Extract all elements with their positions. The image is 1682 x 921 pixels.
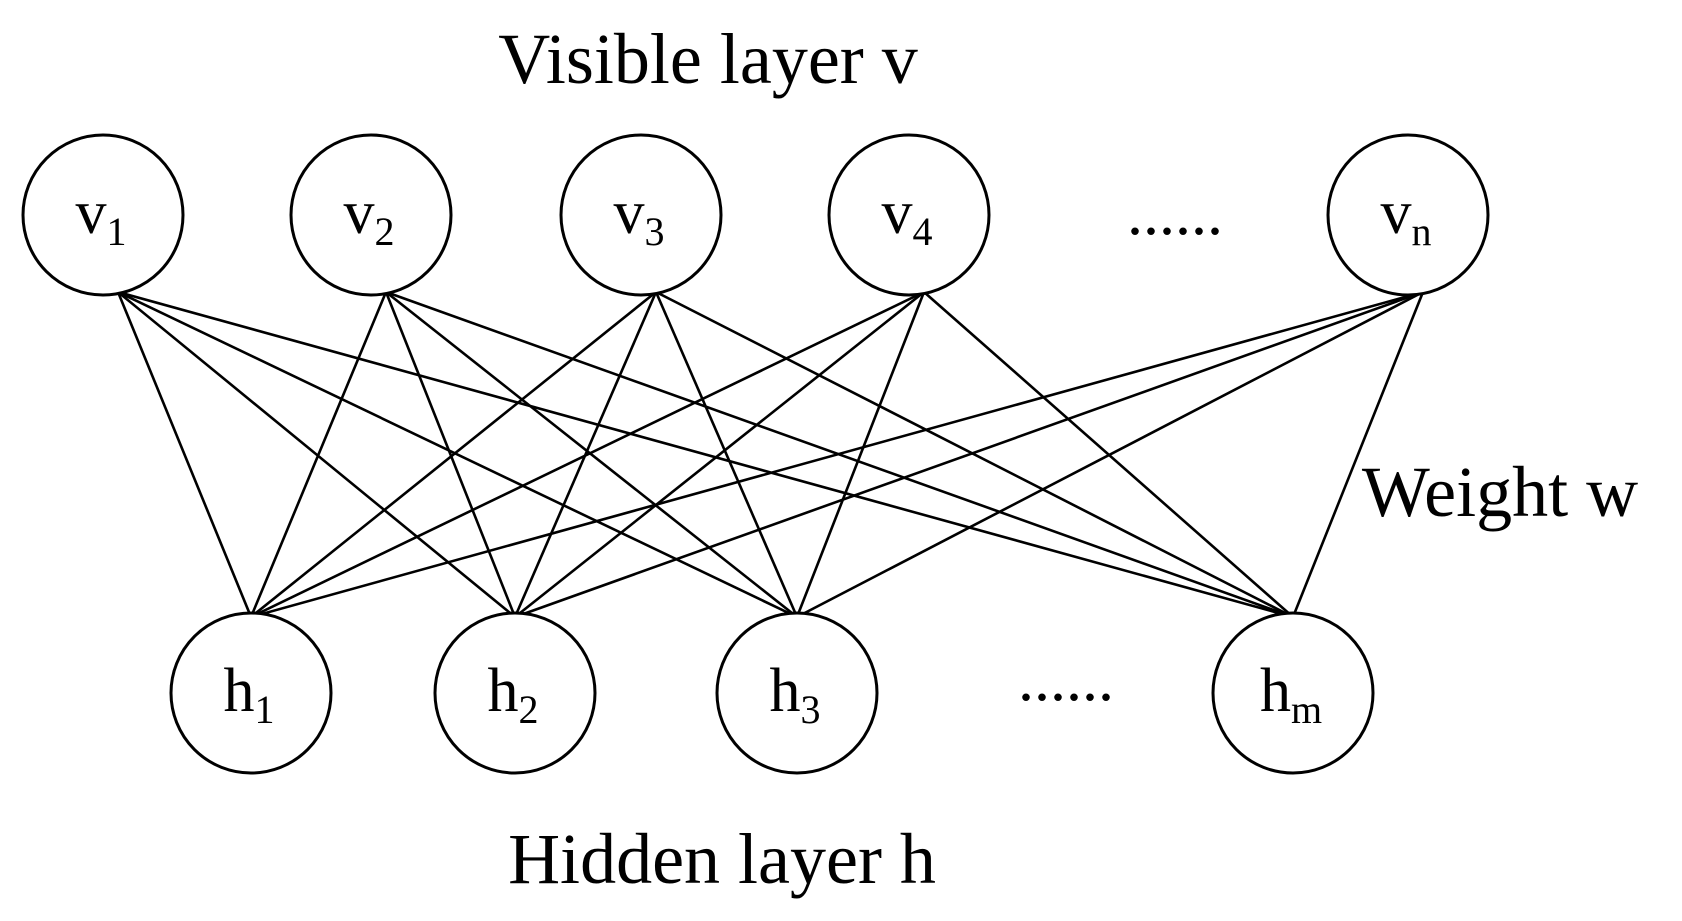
hidden-node-label: hm — [1260, 657, 1322, 732]
visible-node-label: vn — [1381, 179, 1432, 254]
visible-node-n: vn — [1326, 133, 1490, 297]
hidden-node-subscript: 3 — [801, 687, 821, 732]
edge-v2-h2 — [384, 291, 517, 618]
visible-node-circle — [559, 133, 723, 297]
edge-v3-h1 — [250, 290, 657, 619]
visible-node-subscript: 2 — [375, 209, 395, 254]
visible-node-label: v1 — [76, 179, 127, 254]
hidden-node-base: h — [224, 657, 255, 725]
hidden-layer-ellipsis: ...... — [1018, 643, 1114, 714]
visible-node-circle — [289, 133, 453, 297]
visible-node-base: v — [882, 179, 913, 247]
edge-vn-hm — [1291, 291, 1425, 618]
visible-node-circle — [1326, 133, 1490, 297]
hidden-node-circle — [433, 611, 597, 775]
hidden-node-circle — [1211, 611, 1375, 775]
visible-node-3: v3 — [559, 133, 723, 297]
visible-node-base: v — [1381, 179, 1412, 247]
hidden-node-base: h — [488, 657, 519, 725]
edge-vn-h2 — [514, 290, 1424, 619]
visible-node-subscript: n — [1412, 209, 1432, 254]
edge-v4-h2 — [514, 290, 925, 619]
hidden-node-1: h1 — [169, 611, 333, 775]
visible-layer-title: Visible layer v — [498, 19, 918, 99]
visible-node-base: v — [614, 179, 645, 247]
visible-node-circle — [21, 133, 185, 297]
edge-v4-h1 — [250, 290, 925, 619]
hidden-layer-title: Hidden layer h — [508, 819, 936, 899]
hidden-node-subscript: 2 — [519, 687, 539, 732]
visible-node-subscript: 1 — [107, 209, 127, 254]
weight-edges — [116, 290, 1425, 619]
edge-v3-h3 — [654, 291, 799, 618]
hidden-node-base: h — [1260, 657, 1291, 725]
visible-node-4: v4 — [827, 133, 991, 297]
edge-v1-hm — [117, 290, 1294, 619]
visible-node-subscript: 3 — [645, 209, 665, 254]
hidden-node-2: h2 — [433, 611, 597, 775]
hidden-node-circle — [715, 611, 879, 775]
hidden-node-circle — [169, 611, 333, 775]
hidden-node-base: h — [770, 657, 801, 725]
visible-node-1: v1 — [21, 133, 185, 297]
visible-node-label: v3 — [614, 179, 665, 254]
visible-node-label: v4 — [882, 179, 933, 254]
visible-node-label: v2 — [344, 179, 395, 254]
edge-vn-h3 — [796, 290, 1424, 619]
hidden-node-m: hm — [1211, 611, 1375, 775]
edge-v2-h3 — [385, 290, 798, 619]
visible-node-base: v — [344, 179, 375, 247]
visible-node-circle — [827, 133, 991, 297]
hidden-node-label: h1 — [224, 657, 275, 732]
edge-v3-hm — [655, 290, 1294, 619]
hidden-node-subscript: m — [1291, 687, 1322, 732]
visible-node-base: v — [76, 179, 107, 247]
edge-v2-h1 — [249, 291, 388, 618]
edge-v1-h1 — [116, 291, 253, 618]
edge-v4-h3 — [795, 291, 926, 618]
hidden-node-3: h3 — [715, 611, 879, 775]
weight-label: Weight w — [1362, 452, 1638, 532]
hidden-node-subscript: 1 — [255, 687, 275, 732]
hidden-node-label: h3 — [770, 657, 821, 732]
edge-vn-h1 — [250, 290, 1424, 619]
visible-layer-ellipsis: ...... — [1127, 177, 1223, 248]
edge-v1-h3 — [117, 290, 798, 619]
visible-node-subscript: 4 — [913, 209, 933, 254]
visible-node-2: v2 — [289, 133, 453, 297]
hidden-node-label: h2 — [488, 657, 539, 732]
